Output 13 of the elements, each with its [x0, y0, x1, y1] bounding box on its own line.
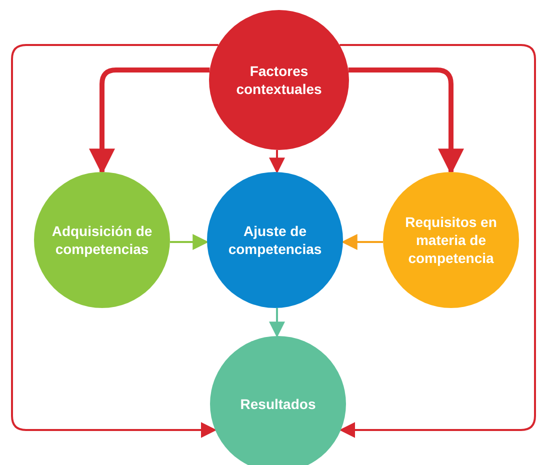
node-label: Factores contextuales [235, 62, 323, 98]
node-label: Ajuste de competencias [227, 222, 323, 258]
arrow [341, 234, 384, 250]
arrow [89, 68, 210, 175]
arrow [269, 150, 285, 174]
node-label: Resultados [240, 394, 316, 414]
arrow [269, 308, 285, 338]
node-label: Adquisición de competencias [50, 222, 154, 258]
node-label: Requisitos en materia de competencia [404, 212, 498, 268]
arrow [348, 68, 464, 175]
arrow [339, 44, 536, 438]
arrow [170, 234, 209, 250]
arrow [11, 44, 218, 438]
